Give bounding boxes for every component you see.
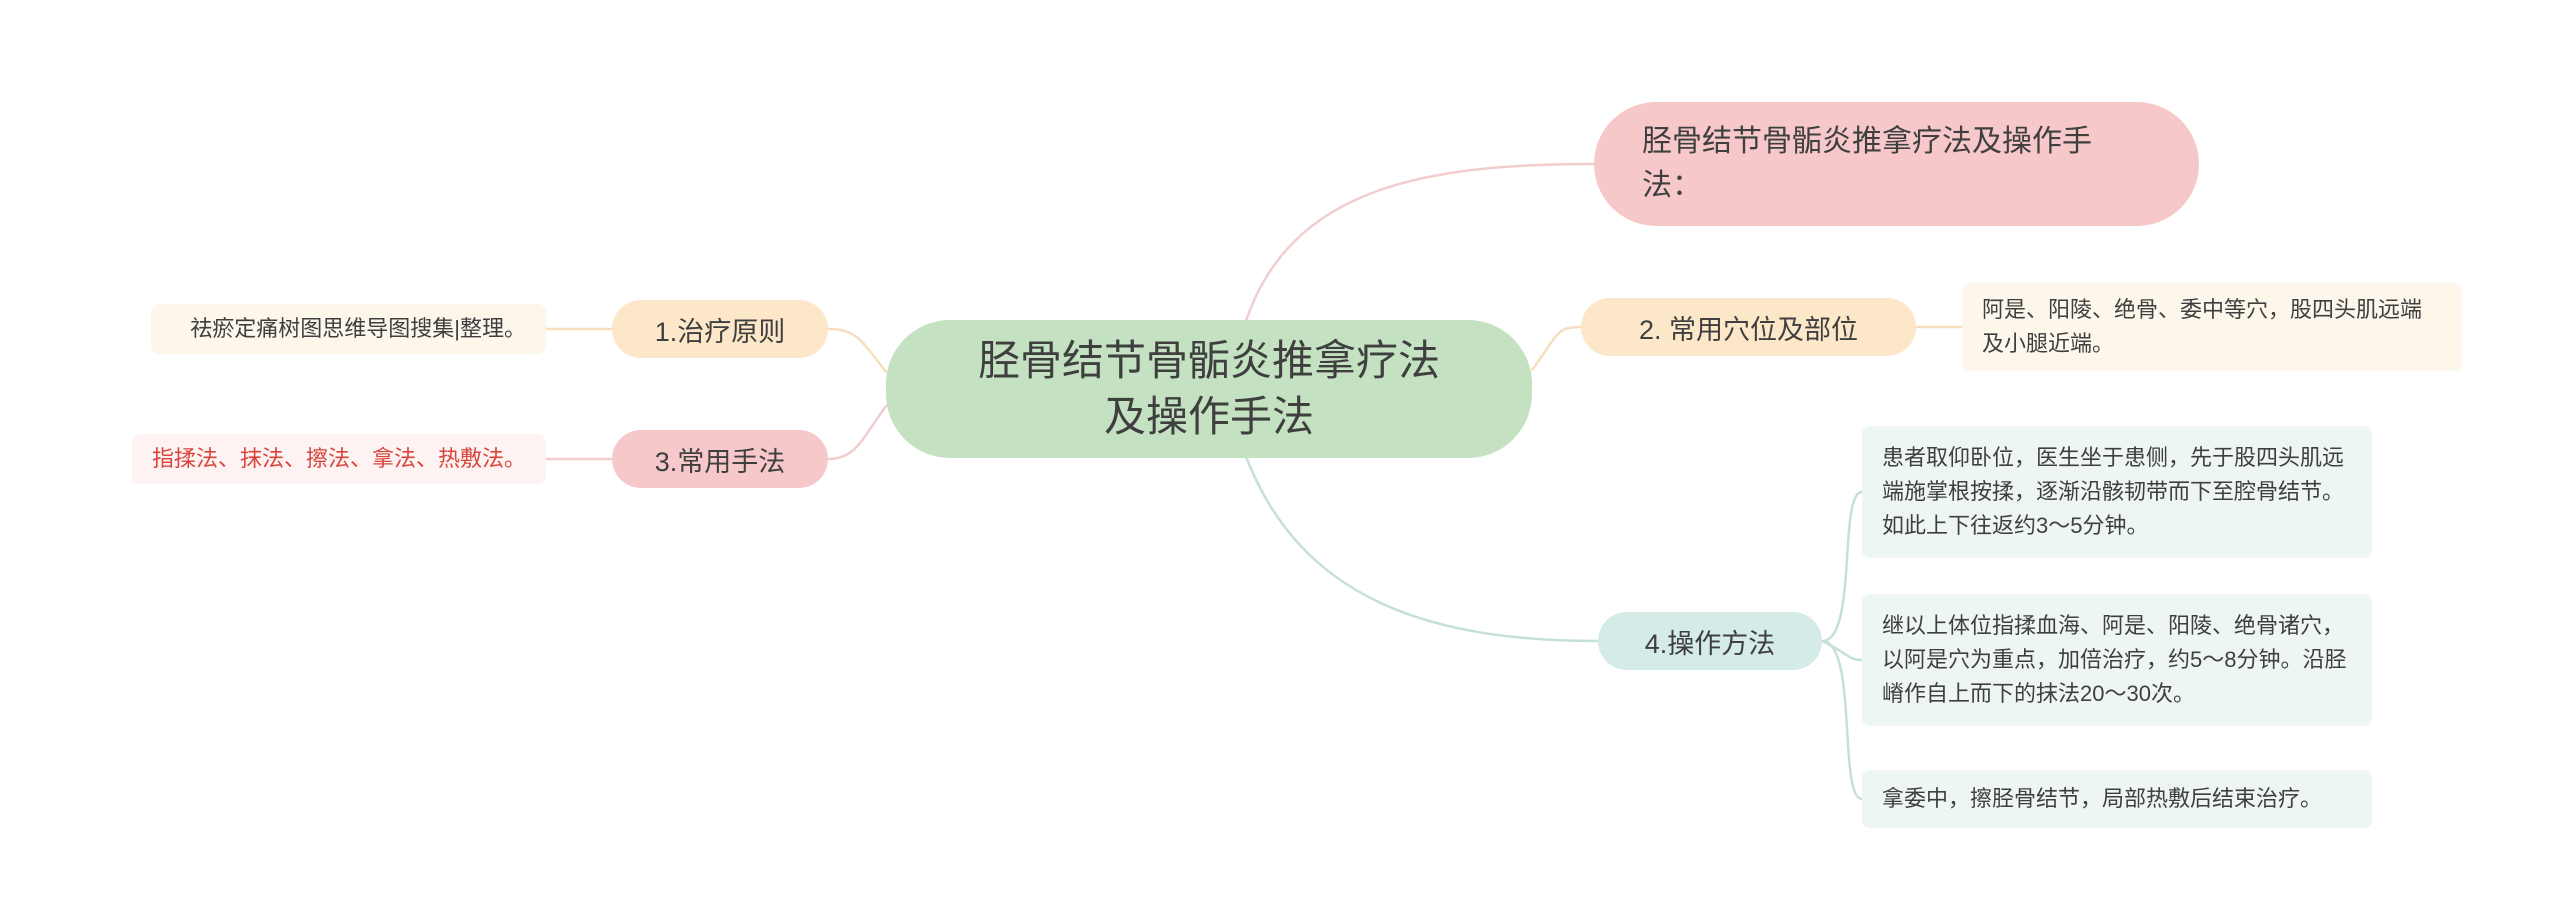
connector-branch4-step3: [1820, 639, 1864, 801]
note-node[interactable]: 胫骨结节骨骺炎推拿疗法及操作手法：: [1594, 102, 2199, 226]
operation-step-3[interactable]: 拿委中，擦胫骨结节，局部热敷后结束治疗。: [1862, 770, 2372, 828]
operation-step-2[interactable]: 继以上体位指揉血海、阿是、阳陵、绝骨诸穴，以阿是穴为重点，加倍治疗，约5～8分钟…: [1862, 594, 2372, 726]
connector-center-branch4: [1243, 452, 1600, 643]
connector-center-branch2: [1530, 325, 1583, 372]
acupoints-detail[interactable]: 阿是、阳陵、绝骨、委中等穴，股四头肌远端及小腿近端。: [1962, 283, 2462, 371]
branch-acupoints-label: 2. 常用穴位及部位: [1638, 314, 1859, 345]
branch-acupoints-node[interactable]: 2. 常用穴位及部位: [1581, 298, 1916, 356]
central-topic-label: 胫骨结节骨骺炎推拿疗法及操作手法: [977, 337, 1440, 440]
branch-treatment-principle-label: 1.治疗原则: [654, 316, 786, 347]
branch-operation-method-node[interactable]: 4.操作方法: [1598, 612, 1822, 670]
treatment-principle-detail[interactable]: 祛瘀定痛树图思维导图搜集|整理。: [151, 304, 546, 354]
central-topic-node[interactable]: 胫骨结节骨骺炎推拿疗法及操作手法: [886, 320, 1532, 458]
connector-center-branch1: [826, 327, 888, 374]
operation-step-1[interactable]: 患者取仰卧位，医生坐于患侧，先于股四头肌远端施掌根按揉，逐渐沿骸韧带而下至腔骨结…: [1862, 426, 2372, 558]
connector-branch4-step1: [1820, 490, 1864, 643]
branch-common-techniques-node[interactable]: 3.常用手法: [612, 430, 828, 488]
note-label: 胫骨结节骨骺炎推拿疗法及操作手法：: [1642, 125, 2092, 202]
branch-common-techniques-label: 3.常用手法: [654, 446, 786, 477]
connector-center-note: [1243, 162, 1596, 326]
common-techniques-detail[interactable]: 指揉法、抹法、擦法、拿法、热敷法。: [132, 434, 546, 484]
branch-operation-method-label: 4.操作方法: [1644, 628, 1776, 659]
branch-treatment-principle-node[interactable]: 1.治疗原则: [612, 300, 828, 358]
connector-center-branch3: [826, 404, 888, 461]
